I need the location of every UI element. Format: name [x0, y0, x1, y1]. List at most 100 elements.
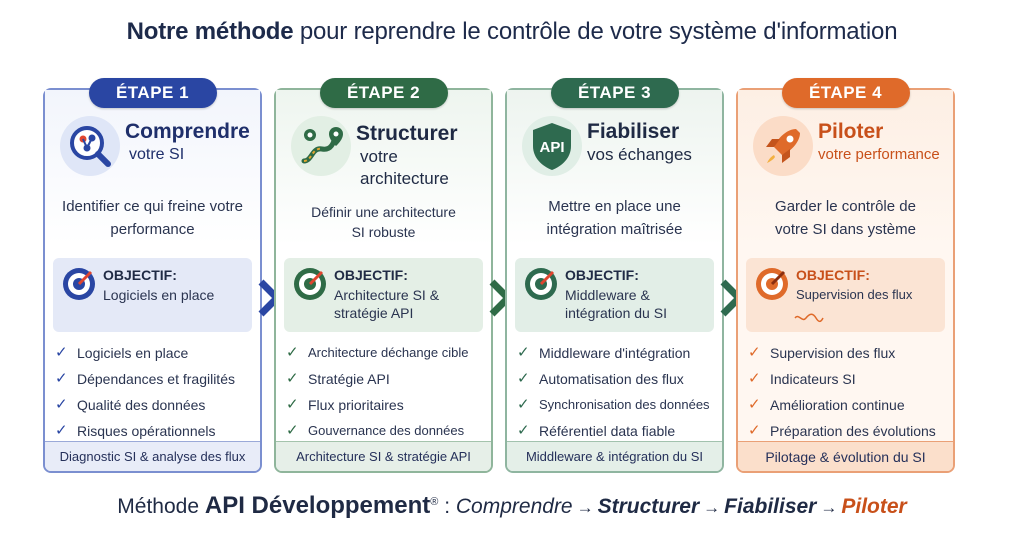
- list-item: ✓Automatisation des flux: [517, 366, 716, 392]
- list-item-text: Stratégie API: [308, 371, 390, 387]
- list-item: ✓ Qualité des données: [55, 392, 254, 418]
- check-icon: ✓: [55, 344, 68, 361]
- step-description-2: Définir une architecture SI robuste: [311, 204, 456, 240]
- step-title-sub: votre performance: [818, 146, 940, 163]
- tagline-step-1: Comprendre: [455, 495, 573, 518]
- list-item: ✓ Stratégie API: [286, 366, 485, 392]
- list-item-text: Logiciels en place: [77, 345, 189, 361]
- step-description-1: Identifier ce qui freine votre performan…: [62, 198, 243, 238]
- list-item: ✓ Synchronisation des données: [517, 392, 716, 418]
- step-card-3: ÉTAPE 3 API Fiabiliser vos échanges Mett…: [505, 78, 724, 473]
- arrow-right-icon: →: [703, 498, 721, 517]
- check-icon: ✓: [55, 422, 68, 439]
- objective-box-1: OBJECTIF: Logiciels en place: [53, 258, 252, 332]
- list-item: ✓ Préparation des évolutions: [748, 418, 947, 444]
- list-item: ✓Gouvernance des données: [286, 418, 485, 444]
- check-icon: ✓: [517, 396, 530, 413]
- list-item-text: Amélioration continue: [770, 397, 905, 413]
- tagline-reg: ®: [430, 496, 439, 508]
- list-item: ✓ Logiciels en place: [55, 340, 254, 366]
- check-icon: ✓: [286, 344, 299, 361]
- decorative-squiggle-icon: [794, 310, 824, 323]
- step-title-4: Piloter votre performance: [818, 120, 947, 166]
- objective-text: Architecture SI & stratégie API: [334, 287, 440, 321]
- step-title-2: Structurer votre architecture: [356, 122, 485, 190]
- objective-box-2: OBJECTIF: Architecture SI & stratégie AP…: [284, 258, 483, 332]
- step-title-main: Structurer: [356, 122, 458, 145]
- list-item: ✓Indicateurs SI: [748, 366, 947, 392]
- tagline-colon: :: [444, 495, 451, 518]
- objective-label: OBJECTIF:: [103, 267, 177, 283]
- step-badge-1: ÉTAPE 1: [88, 78, 217, 108]
- list-item-text: Automatisation des flux: [539, 371, 684, 387]
- check-icon: ✓: [286, 396, 299, 413]
- step-badge-2: ÉTAPE 2: [319, 78, 448, 108]
- target-icon: [523, 266, 559, 302]
- arrow-right-icon: →: [576, 498, 594, 517]
- check-icon: ✓: [517, 344, 530, 361]
- step-footer-1: Diagnostic SI & analyse des flux: [45, 441, 260, 471]
- objective-label: OBJECTIF:: [565, 267, 639, 283]
- checklist-1: ✓ Logiciels en place ✓Dépendances et frag…: [55, 340, 254, 444]
- api-shield-icon: API: [521, 115, 583, 177]
- list-item: ✓ Amélioration continue: [748, 392, 947, 418]
- objective-label: OBJECTIF:: [334, 267, 408, 283]
- target-icon: [754, 266, 790, 302]
- check-icon: ✓: [286, 370, 299, 387]
- check-icon: ✓: [748, 344, 761, 361]
- arrow-right-icon: →: [820, 498, 838, 517]
- check-icon: ✓: [748, 396, 761, 413]
- page-title-rest: pour reprendre le contrôle de votre syst…: [299, 18, 898, 45]
- route-pin-icon: [290, 115, 352, 177]
- list-item: ✓ Architecture déchange cible: [286, 340, 485, 366]
- list-item: ✓ Supervision des flux: [748, 340, 947, 366]
- step-title-1: Comprendre votre SI: [125, 120, 254, 166]
- target-icon: [61, 266, 97, 302]
- tagline-step-4: Piloter: [841, 495, 907, 518]
- step-card-2: ÉTAPE 2 Structurer votre architecture Dé…: [274, 78, 493, 473]
- step-card-1: ÉTAPE 1 Comprendre votre SI Identifier c…: [43, 78, 262, 473]
- step-badge-4: ÉTAPE 4: [781, 78, 910, 108]
- objective-label: OBJECTIF:: [796, 267, 870, 283]
- svg-text:API: API: [539, 139, 564, 156]
- objective-box-3: OBJECTIF: Middleware & intégration du SI: [515, 258, 714, 332]
- step-title-main: Piloter: [818, 120, 884, 143]
- step-footer-4: Pilotage & évolution du SI: [738, 441, 953, 471]
- list-item-text: Flux prioritaires: [308, 397, 404, 413]
- list-item: ✓Dépendances et fragilités: [55, 366, 254, 392]
- objective-text: Middleware & intégration du SI: [565, 287, 667, 321]
- step-title-3: Fiabiliser vos échanges: [587, 120, 716, 166]
- rocket-icon: [752, 115, 814, 177]
- list-item: ✓Middleware d'intégration: [517, 340, 716, 366]
- check-icon: ✓: [748, 370, 761, 387]
- step-footer-3: Middleware & intégration du SI: [507, 441, 722, 471]
- list-item-text: Référentiel data fiable: [539, 423, 676, 439]
- steps-container: ÉTAPE 1 Comprendre votre SI Identifier c…: [43, 78, 985, 473]
- check-icon: ✓: [748, 422, 761, 439]
- tagline-step-2: Structurer: [597, 495, 700, 518]
- step-badge-3: ÉTAPE 3: [550, 78, 679, 108]
- step-title-sub: vos échanges: [587, 145, 692, 164]
- list-item-text: Risques opérationnels: [77, 423, 216, 439]
- objective-box-4: OBJECTIF: Supervision des flux: [746, 258, 945, 332]
- checklist-4: ✓ Supervision des flux ✓Indicateurs SI ✓ A…: [748, 340, 947, 444]
- magnifier-network-icon: [59, 115, 121, 177]
- check-icon: ✓: [55, 370, 68, 387]
- list-item-text: Architecture déchange cible: [308, 345, 469, 360]
- tagline-step-3: Fiabiliser: [724, 495, 817, 518]
- step-title-sub: votre SI: [129, 146, 185, 163]
- step-description-4: Garder le contrôle de votre SI dans ystè…: [775, 198, 916, 238]
- step-description-3: Mettre en place une intégration maîtrisé…: [546, 198, 683, 238]
- list-item-text: Préparation des évolutions: [770, 423, 936, 439]
- page-title: Notre méthode pour reprendre le contrôle…: [0, 18, 1024, 46]
- check-icon: ✓: [517, 422, 530, 439]
- page-title-strong: Notre méthode: [126, 18, 294, 45]
- objective-text: Logiciels en place: [103, 287, 215, 303]
- list-item-text: Qualité des données: [77, 397, 206, 413]
- list-item-text: Supervision des flux: [770, 345, 896, 361]
- check-icon: ✓: [286, 422, 299, 439]
- check-icon: ✓: [55, 396, 68, 413]
- step-title-main: Comprendre: [125, 120, 250, 143]
- list-item-text: Synchronisation des données: [539, 397, 710, 412]
- tagline-prefix: Méthode: [117, 495, 200, 518]
